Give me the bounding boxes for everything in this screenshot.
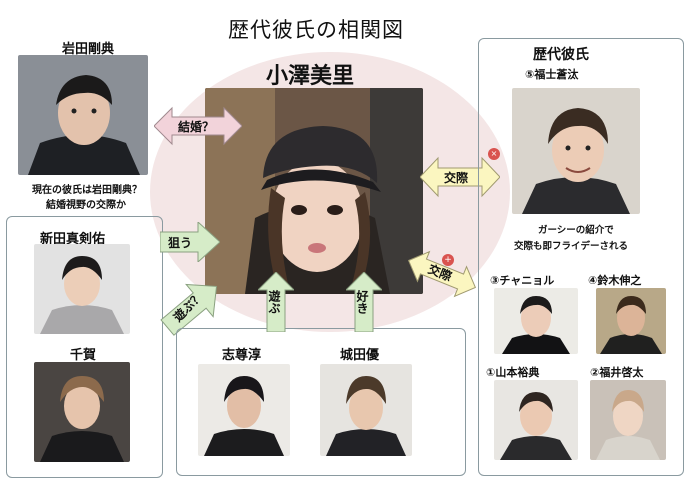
center-name: 小澤美里 — [266, 64, 355, 89]
chanyeol-photo — [494, 288, 578, 354]
suki-label: 好き — [355, 290, 369, 314]
chanyeol-name: ③チャニョル — [490, 274, 555, 287]
man-portrait — [512, 88, 640, 214]
yamamoto-photo — [494, 380, 578, 460]
shison-name: 志尊淳 — [222, 348, 262, 363]
man-portrait — [494, 288, 578, 354]
shison-photo — [198, 364, 290, 456]
koukei-arrow-lower — [407, 250, 477, 298]
ex-panel-heading: 歴代彼氏 — [533, 47, 589, 63]
asobu-label: 遊ぶ — [267, 290, 281, 314]
nerau-arrow — [160, 222, 220, 262]
man-portrait — [590, 380, 666, 460]
diagram-title: 歴代彼氏の相関図 — [228, 18, 404, 42]
fukui-name: ②福井啓太 — [590, 366, 644, 379]
center-photo — [205, 88, 423, 294]
remove-marker-icon: × — [488, 148, 500, 160]
suzuki-photo — [596, 288, 666, 354]
chiga-photo — [34, 362, 130, 462]
fukushi-name: ⑤福士蒼汰 — [525, 68, 579, 81]
shirota-photo — [320, 364, 412, 456]
ex-boyfriends-panel — [478, 38, 684, 476]
iwata-photo — [18, 55, 148, 175]
fukushi-caption-2: 交際も即フライデーされる — [514, 241, 629, 252]
chiga-name: 千賀 — [70, 348, 97, 363]
fukushi-photo — [512, 88, 640, 214]
suki-arrow — [346, 272, 382, 332]
left-panel — [6, 216, 163, 478]
bottom-panel — [176, 328, 466, 476]
fukui-photo — [590, 380, 666, 460]
man-portrait — [198, 364, 290, 456]
koukei-arrow-upper — [420, 156, 500, 198]
iwata-caption-2: 結婚視野の交際か — [46, 200, 126, 211]
iwata-caption-1: 現在の彼氏は岩田剛典？ — [32, 185, 142, 196]
koukei-label-upper: 交際 — [444, 171, 469, 185]
arata-name: 新田真剣佑 — [40, 232, 106, 247]
man-portrait — [34, 362, 130, 462]
kekkon-arrow — [154, 106, 242, 146]
asobu-arrow — [258, 272, 294, 332]
nerau-label: 狙う — [168, 236, 193, 250]
iwata-name: 岩田剛典 — [62, 42, 115, 57]
man-portrait — [34, 244, 130, 334]
suzuki-name: ④鈴木伸之 — [588, 274, 642, 287]
woman-with-cap-portrait — [205, 88, 423, 294]
man-portrait — [596, 288, 666, 354]
yamamoto-name: ①山本裕典 — [486, 366, 540, 379]
man-portrait — [18, 55, 148, 175]
arata-photo — [34, 244, 130, 334]
fukushi-caption-1: ガーシーの紹介で — [538, 225, 614, 236]
add-marker-icon: + — [442, 254, 454, 266]
man-portrait — [320, 364, 412, 456]
man-portrait — [494, 380, 578, 460]
kekkon-label: 結婚？ — [178, 120, 215, 134]
shirota-name: 城田優 — [340, 348, 380, 363]
